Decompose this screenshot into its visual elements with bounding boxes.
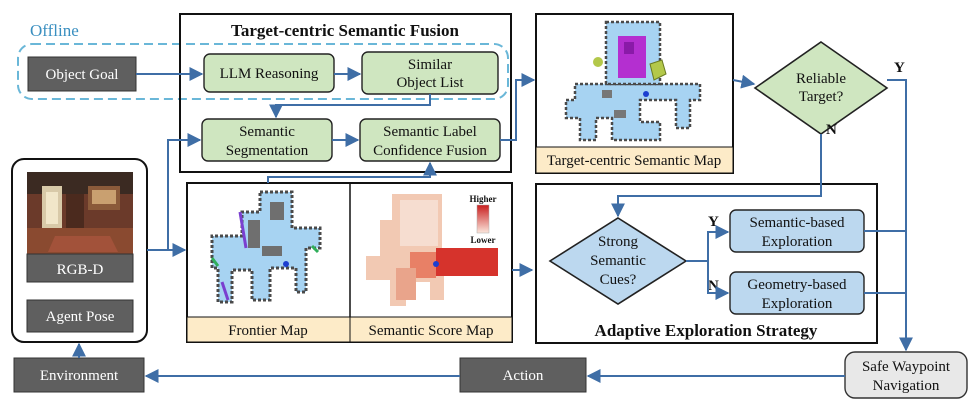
score-map-label-strip xyxy=(349,316,513,343)
arrow-strong-yes xyxy=(686,225,730,262)
legend-lower-label: Lower xyxy=(471,235,496,245)
offline-region xyxy=(17,43,509,100)
similar-object-list-line2: Object List xyxy=(396,75,464,91)
reliable-target-decision xyxy=(753,41,889,135)
strong-cues-line2: Semantic xyxy=(590,253,646,269)
environment-label: Environment xyxy=(40,368,119,384)
strong-no-label: N xyxy=(708,278,719,294)
score-legend-bar xyxy=(476,204,490,234)
arrow-list-to-segmentation xyxy=(269,94,431,119)
geometry-exploration-line1: Geometry-based xyxy=(747,277,847,293)
agent-pose-label: Agent Pose xyxy=(46,309,115,325)
legend-higher-label: Higher xyxy=(470,194,497,204)
target-map-image xyxy=(564,20,702,142)
action-label: Action xyxy=(503,368,544,384)
confidence-fusion-line2: Confidence Fusion xyxy=(373,143,487,159)
llm-reasoning-label: LLM Reasoning xyxy=(220,66,319,82)
arrow-reliable-yes xyxy=(887,79,913,352)
reliable-yes-label: Y xyxy=(894,60,905,76)
strong-yes-label: Y xyxy=(708,214,719,230)
action-node xyxy=(459,357,587,393)
arrow-strong-no xyxy=(686,260,730,300)
frontier-map-label: Frontier Map xyxy=(228,323,308,339)
reliable-no-label: N xyxy=(826,122,837,138)
arrow-map-to-reliable xyxy=(732,74,756,89)
safe-waypoint-line2: Navigation xyxy=(873,378,940,394)
object-goal-node xyxy=(27,56,137,92)
rgbd-node xyxy=(26,253,134,283)
adaptive-title: Adaptive Exploration Strategy xyxy=(595,321,818,340)
offline-label: Offline xyxy=(30,21,79,40)
reliable-target-line1: Reliable xyxy=(796,71,846,87)
target-map-label-strip xyxy=(535,146,734,174)
similar-object-list-line1: Similar xyxy=(408,57,452,73)
arrow-reliable-no xyxy=(611,134,822,218)
frontier-map-image xyxy=(210,190,322,304)
strong-cues-decision xyxy=(548,217,688,305)
object-goal-label: Object Goal xyxy=(46,67,119,83)
strong-cues-line1: Strong xyxy=(598,234,639,250)
semantic-segmentation-line1: Semantic xyxy=(239,124,295,140)
agent-pose-node xyxy=(26,299,134,333)
fusion-panel xyxy=(179,13,512,173)
arrow-maps-to-fusion xyxy=(267,161,437,183)
rgb-image xyxy=(27,172,133,254)
adaptive-panel xyxy=(535,183,878,344)
score-map-label: Semantic Score Map xyxy=(369,323,494,339)
rgbd-label: RGB-D xyxy=(57,262,104,278)
target-map-label: Target-centric Semantic Map xyxy=(547,153,721,169)
strong-cues-line3: Cues? xyxy=(600,272,637,288)
semantic-exploration-line2: Exploration xyxy=(762,234,833,250)
geometry-exploration-line2: Exploration xyxy=(762,296,833,312)
arrow-sensor-to-segmentation xyxy=(147,133,202,251)
semantic-exploration-line1: Semantic-based xyxy=(750,215,845,231)
flow-arrows xyxy=(72,67,913,383)
environment-node xyxy=(13,357,145,393)
semantic-segmentation-line2: Segmentation xyxy=(226,143,309,159)
frontier-map-label-strip xyxy=(186,316,351,343)
fusion-title: Target-centric Semantic Fusion xyxy=(231,21,459,40)
semantic-score-map-image xyxy=(366,194,498,306)
reliable-target-line2: Target? xyxy=(799,89,844,105)
arrow-fusion-to-target-map xyxy=(500,73,536,141)
confidence-fusion-line1: Semantic Label xyxy=(383,124,477,140)
safe-waypoint-line1: Safe Waypoint xyxy=(862,359,951,375)
